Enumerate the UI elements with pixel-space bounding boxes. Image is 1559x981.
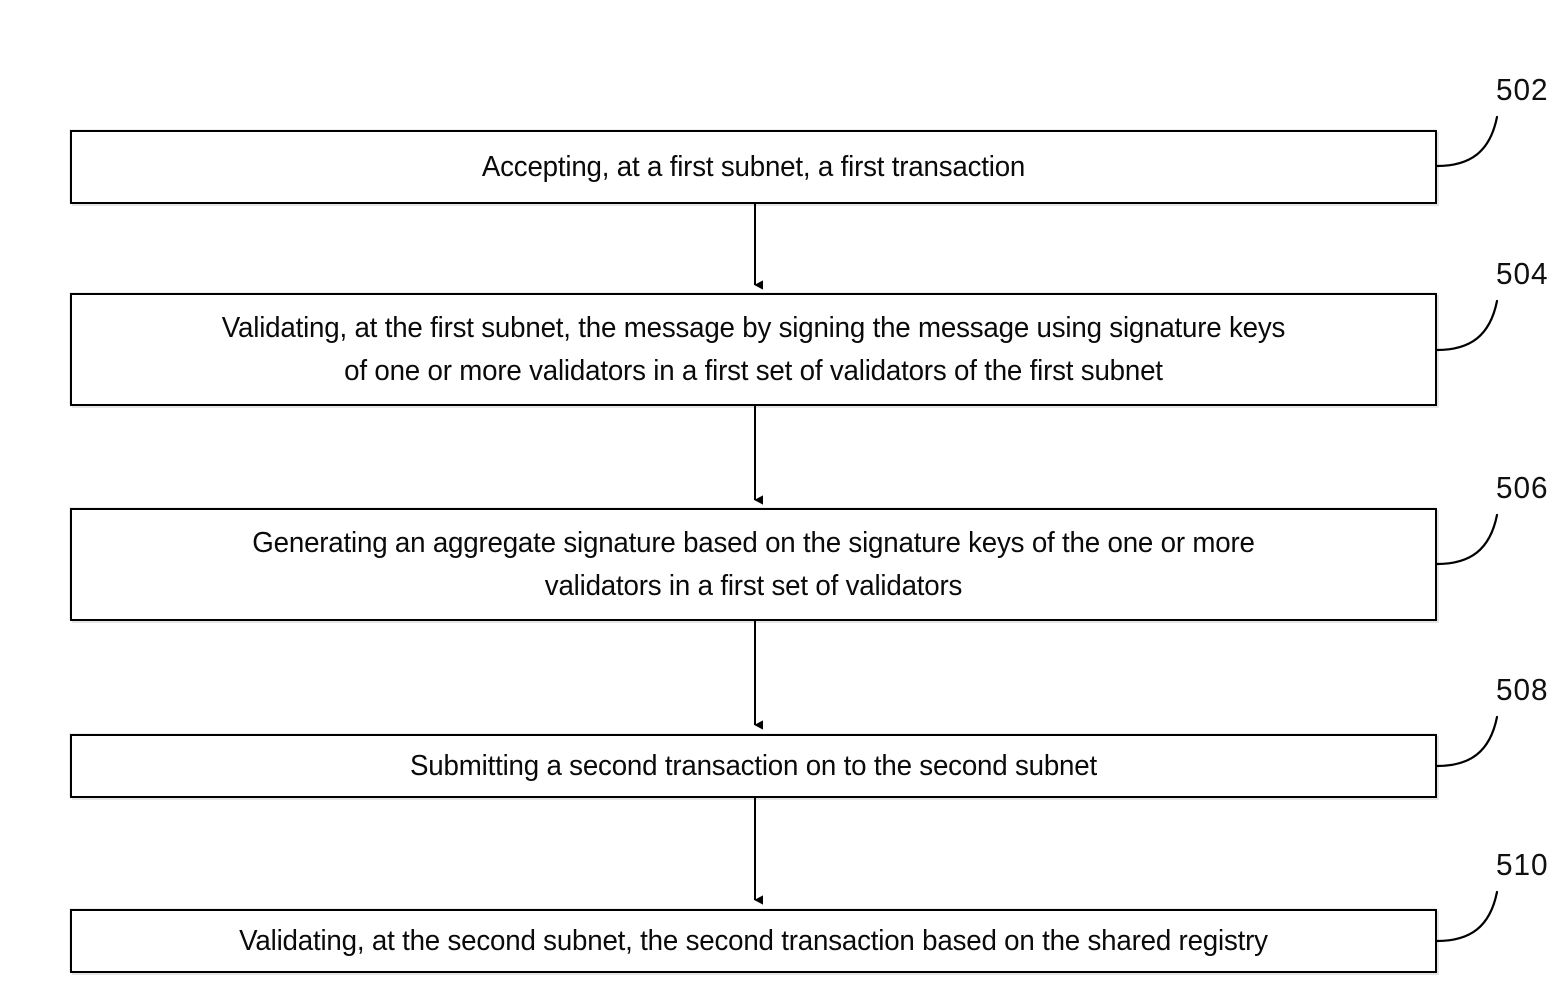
- flow-step-box-502: Accepting, at a first subnet, a first tr…: [70, 130, 1437, 204]
- flow-step-text-502: Accepting, at a first subnet, a first tr…: [481, 150, 1026, 183]
- flow-step-text-508: Submitting a second transaction on to th…: [410, 749, 1097, 782]
- flow-step-text-506: Generating an aggregate signature based …: [252, 526, 1255, 602]
- leader-line-508: [1435, 715, 1499, 768]
- flow-step-text-510: Validating, at the second subnet, the se…: [239, 924, 1268, 957]
- leader-line-504: [1435, 299, 1499, 352]
- reference-number-510: 510: [1496, 847, 1549, 882]
- flow-step-box-510: Validating, at the second subnet, the se…: [70, 909, 1437, 973]
- leader-line-502: [1435, 115, 1499, 168]
- flow-step-box-508: Submitting a second transaction on to th…: [70, 734, 1437, 798]
- reference-number-504: 504: [1496, 256, 1549, 291]
- flow-step-box-506: Generating an aggregate signature based …: [70, 508, 1437, 621]
- flow-step-text-504: Validating, at the first subnet, the mes…: [221, 311, 1286, 387]
- reference-number-508: 508: [1496, 672, 1549, 707]
- reference-number-506: 506: [1496, 470, 1549, 505]
- reference-number-502: 502: [1496, 72, 1549, 107]
- flow-step-box-504: Validating, at the first subnet, the mes…: [70, 293, 1437, 406]
- leader-line-510: [1435, 890, 1499, 943]
- leader-line-506: [1435, 513, 1499, 566]
